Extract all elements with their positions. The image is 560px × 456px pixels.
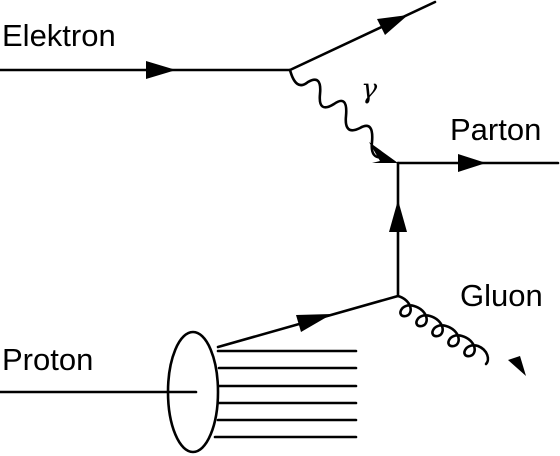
quark-propagator-arrow	[389, 200, 407, 232]
label-electron: Elektron	[2, 18, 116, 53]
outgoing-parton-arrow	[458, 154, 486, 172]
incoming-parton-arrow	[296, 314, 332, 332]
photon-arrow	[369, 142, 398, 163]
spectator-partons	[213, 349, 358, 439]
label-parton: Parton	[450, 112, 541, 147]
proton-ellipse	[166, 330, 220, 454]
label-photon: γ	[361, 74, 378, 105]
gluon-line	[396, 294, 490, 366]
outgoing-electron-arrow	[377, 15, 408, 35]
label-proton: Proton	[2, 342, 93, 377]
incoming-electron-arrow	[146, 61, 176, 79]
outgoing-electron-line	[288, 0, 437, 72]
label-gluon: Gluon	[460, 278, 543, 313]
gluon-arrow	[508, 356, 526, 376]
virtual-photon-line	[288, 68, 386, 159]
